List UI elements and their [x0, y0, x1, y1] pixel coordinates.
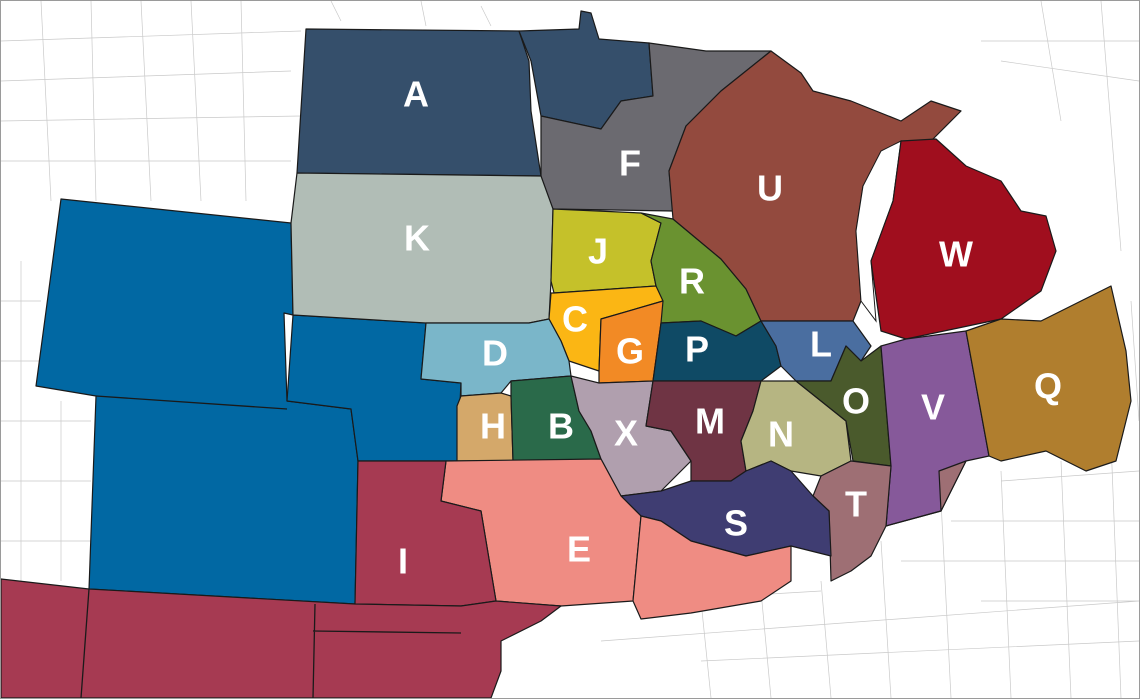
label-i: I: [398, 541, 408, 582]
label-o: O: [842, 381, 870, 422]
region-x: [570, 375, 692, 497]
region-q: [965, 285, 1132, 472]
label-r: R: [679, 261, 705, 302]
region-p: [652, 320, 782, 382]
label-g: G: [616, 331, 644, 372]
label-k: K: [404, 218, 430, 259]
region-labels: A B C D E F G H I J K L M N O P Q R S T …: [398, 74, 1062, 582]
label-b: B: [548, 406, 574, 447]
region-i-south: [1, 578, 562, 698]
label-w: W: [939, 234, 973, 275]
label-s: S: [724, 503, 748, 544]
label-e: E: [567, 529, 591, 570]
label-p: P: [685, 329, 709, 370]
label-u: U: [757, 168, 783, 209]
label-l: L: [810, 324, 832, 365]
label-n: N: [768, 414, 794, 455]
label-x: X: [614, 413, 638, 454]
label-v: V: [921, 387, 945, 428]
region-c: [548, 285, 664, 372]
label-m: M: [695, 401, 725, 442]
label-d: D: [482, 333, 508, 374]
label-j: J: [588, 231, 608, 272]
region-t-in: [885, 460, 967, 527]
label-h: H: [480, 406, 506, 447]
label-c: C: [562, 299, 588, 340]
region-e-south: [632, 515, 792, 620]
label-q: Q: [1034, 366, 1062, 407]
label-t: T: [845, 484, 867, 525]
label-f: F: [619, 143, 641, 184]
label-a: A: [403, 74, 429, 115]
region-w: [870, 138, 1057, 340]
